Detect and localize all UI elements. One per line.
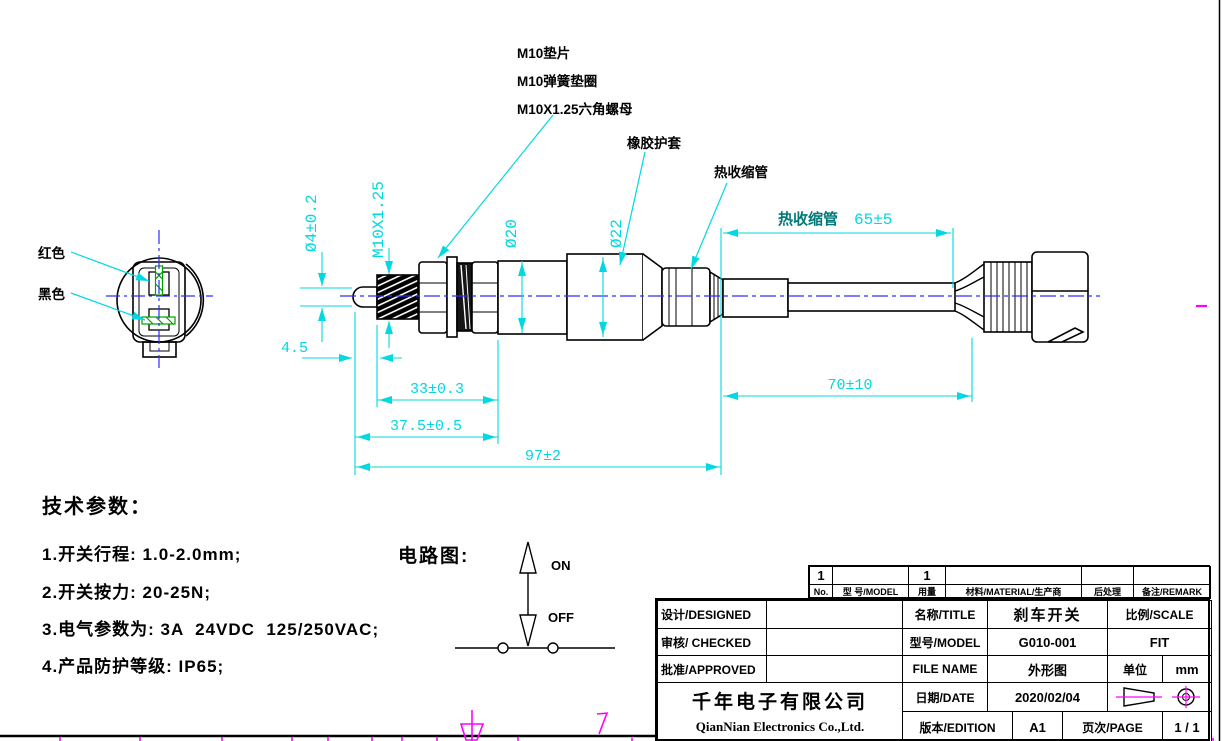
title-block: 设计/DESIGNED 名称/TITLE 刹车开关 比例/SCALE 审核/ C… — [655, 598, 1212, 741]
boot-taper — [642, 253, 663, 341]
plunger-tip — [352, 286, 378, 308]
dim-thread-to-body: 33±0.3 — [410, 381, 464, 398]
callout-heat-shrink: 热收缩管 — [714, 164, 768, 180]
dim-dia22: Ø22 — [608, 219, 626, 248]
parts-header-remark: 备注/REMARK — [1133, 584, 1211, 599]
red-wire-label: 红色 — [38, 245, 65, 261]
parts-row-remark — [1133, 566, 1211, 585]
title-value: 刹车开关 — [987, 600, 1108, 629]
company-cell: 千年电子有限公司 QianNian Electronics Co.,Ltd. — [657, 682, 903, 741]
black-wire-label: 黑色 — [38, 286, 65, 302]
dimension-lines — [300, 228, 973, 475]
parts-row-model — [832, 566, 909, 585]
edition-value: A1 — [1012, 711, 1063, 741]
model-value: G010-001 — [987, 628, 1108, 656]
parts-table: 1 1 No. 型 号/MODEL 用量 材料/MATERIAL/生产商 后处理… — [808, 565, 1211, 599]
parts-header-post: 后处理 — [1081, 584, 1134, 599]
file-name-value: 外形图 — [987, 655, 1108, 683]
circuit-diagram — [455, 541, 615, 654]
connector-plug — [983, 251, 1089, 343]
flat-washer — [446, 256, 458, 338]
parts-header-model: 型 号/MODEL — [832, 584, 909, 599]
page-label: 页次/PAGE — [1062, 711, 1163, 741]
end-view-centerlines — [106, 230, 213, 368]
projection-symbols — [1115, 686, 1200, 708]
switch-side-view — [352, 251, 1089, 343]
parts-row-material — [945, 566, 1082, 585]
designed-label: 设计/DESIGNED — [657, 600, 767, 629]
company-name-en: QianNian Electronics Co.,Ltd. — [695, 719, 865, 734]
tech-param-4: 4.产品防护等级: IP65; — [42, 657, 225, 676]
heat-shrink-section — [722, 278, 789, 318]
unit-value: mm — [1162, 655, 1212, 683]
dim-total-length: 97±2 — [525, 448, 561, 465]
cable — [787, 282, 956, 312]
contact-left — [497, 642, 509, 654]
edition-label: 版本/EDITION — [902, 711, 1013, 741]
circuit-diagram-label: 电路图: — [398, 546, 470, 567]
switch-body-d20 — [497, 260, 568, 335]
parts-row-post — [1081, 566, 1134, 585]
page-value: 1 / 1 — [1162, 711, 1212, 741]
circuit-on-label: ON — [551, 558, 571, 573]
dim-tip-diameter: Ø4±0.2 — [303, 194, 321, 252]
callout-leaders — [437, 114, 728, 270]
callout-washer: M10垫片 — [517, 45, 570, 61]
first-angle-symbol — [1122, 687, 1155, 707]
dim-dia20: Ø20 — [503, 219, 521, 248]
circuit-off-label: OFF — [548, 610, 574, 625]
approved-value — [766, 655, 903, 683]
date-value: 2020/02/04 — [987, 682, 1108, 712]
hex-nut-2 — [471, 261, 499, 334]
strain-relief-rings — [709, 270, 724, 324]
file-name-label: FILE NAME — [902, 655, 988, 683]
contact-right — [547, 642, 559, 654]
tech-param-1: 1.开关行程: 1.0-2.0mm; — [42, 545, 242, 564]
connector-latch — [1047, 327, 1085, 343]
callout-spring-washer: M10弹簧垫圈 — [517, 73, 597, 89]
rubber-boot-d22 — [566, 253, 644, 341]
checked-value — [766, 628, 903, 656]
wire-color-leaders — [70, 251, 150, 321]
model-label: 型号/MODEL — [902, 628, 988, 656]
boot-ribs — [661, 267, 711, 327]
approved-label: 批准/APPROVED — [657, 655, 767, 683]
callout-rubber-boot: 橡胶护套 — [627, 135, 681, 151]
dim-heat-shrink-length: 65±5 — [854, 211, 892, 229]
parts-header-no: No. — [809, 584, 833, 599]
scale-label: 比例/SCALE — [1107, 600, 1212, 629]
tech-param-3: 3.电气参数为: 3A 24VDC 125/250VAC; — [42, 620, 380, 639]
company-name-cn: 千年电子有限公司 — [691, 691, 868, 713]
dim-tip-length: 4.5 — [281, 340, 308, 357]
hex-nut-1 — [418, 261, 448, 334]
checked-label: 审核/ CHECKED — [657, 628, 767, 656]
arrow-up-on — [519, 541, 537, 574]
parts-header-qty: 用量 — [908, 584, 946, 599]
arrow-down-off — [519, 614, 537, 647]
dim-heat-shrink-prefix: 热收缩管 — [778, 210, 838, 228]
projection-symbols-cell — [1107, 682, 1212, 712]
parts-row-no: 1 — [809, 566, 833, 585]
spring-washer — [456, 262, 473, 332]
dim-cable-length: 70±10 — [827, 377, 872, 394]
title-label: 名称/TITLE — [902, 600, 988, 629]
unit-label: 单位 — [1107, 655, 1163, 683]
wire-split — [954, 263, 985, 331]
callout-hex-nut: M10X1.25六角螺母 — [517, 101, 633, 117]
scale-value: FIT — [1107, 628, 1212, 656]
threaded-section — [376, 274, 419, 320]
parts-row-qty: 1 — [908, 566, 946, 585]
designed-value — [766, 600, 903, 629]
tech-params-heading: 技术参数： — [42, 496, 152, 518]
tech-param-2: 2.开关按力: 20-25N; — [42, 583, 211, 602]
dim-thread-spec: M10X1.25 — [370, 181, 388, 258]
dim-tip-to-body: 37.5±0.5 — [390, 418, 462, 435]
parts-header-material: 材料/MATERIAL/生产商 — [945, 584, 1082, 599]
date-label: 日期/DATE — [902, 682, 988, 712]
